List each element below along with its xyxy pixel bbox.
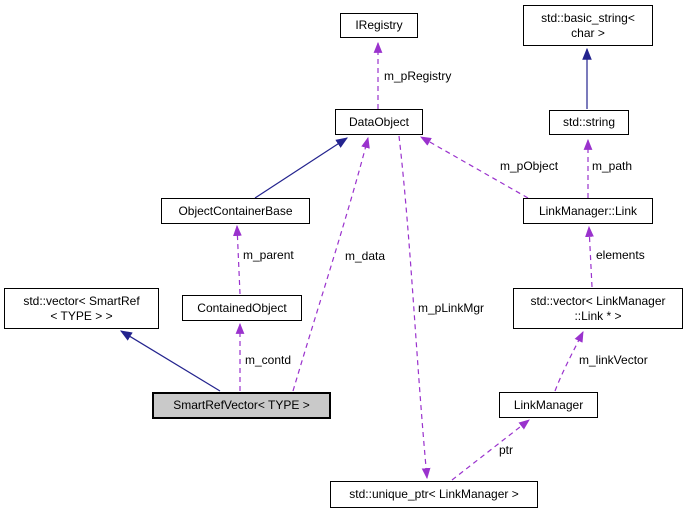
node-containedobject-label: ContainedObject — [197, 300, 287, 315]
edge-label-m-path: m_path — [592, 159, 633, 173]
node-std-string-label: std::string — [562, 115, 616, 130]
node-linkmanager[interactable]: LinkManager — [499, 392, 598, 418]
edge-label-ptr: ptr — [499, 443, 514, 457]
node-dataobject-label: DataObject — [348, 114, 410, 129]
node-linkmanager-link-label: LinkManager::Link — [538, 203, 638, 218]
node-vector-linkmanager-link-label: std::vector< LinkManager ::Link * > — [530, 294, 666, 323]
edge-label-elements: elements — [596, 248, 645, 262]
node-iregistry[interactable]: IRegistry — [340, 13, 418, 38]
node-dataobject[interactable]: DataObject — [335, 109, 423, 135]
edge-m-pobject — [420, 136, 529, 199]
node-vector-smartref-label: std::vector< SmartRef < TYPE > > — [23, 294, 140, 323]
edge-m-data — [292, 136, 370, 392]
edge-label-m-pregistry: m_pRegistry — [384, 69, 452, 83]
edge-label-m-pobject: m_pObject — [500, 159, 559, 173]
node-vector-linkmanager-link[interactable]: std::vector< LinkManager ::Link * > — [513, 288, 683, 329]
node-linkmanager-label: LinkManager — [513, 397, 584, 412]
edge-elements — [585, 225, 594, 288]
node-containedobject[interactable]: ContainedObject — [182, 295, 302, 321]
edge-inherit-objectcontainerbase — [254, 137, 349, 199]
edge-ptr — [451, 419, 530, 481]
edge-label-m-plinkmgr: m_pLinkMgr — [418, 301, 485, 315]
edge-label-m-contd: m_contd — [245, 353, 292, 367]
node-basic-string-char[interactable]: std::basic_string< char > — [523, 5, 653, 46]
node-iregistry-label: IRegistry — [355, 18, 403, 33]
edge-m-plinkmgr — [398, 135, 431, 480]
node-objectcontainerbase-label: ObjectContainerBase — [178, 203, 293, 218]
edge-inherit-smartrefvector — [119, 330, 221, 392]
node-unique-ptr-linkmanager-label: std::unique_ptr< LinkManager > — [349, 487, 519, 502]
node-objectcontainerbase[interactable]: ObjectContainerBase — [161, 198, 310, 224]
edge-label-m-parent: m_parent — [243, 248, 294, 262]
edge-label-m-data: m_data — [345, 249, 386, 263]
node-linkmanager-link[interactable]: LinkManager::Link — [523, 198, 653, 224]
node-vector-smartref[interactable]: std::vector< SmartRef < TYPE > > — [4, 288, 159, 329]
edge-label-m-linkvector: m_linkVector — [579, 353, 648, 367]
node-smartrefvector-label: SmartRefVector< TYPE > — [173, 398, 310, 413]
edge-m-parent — [233, 224, 242, 295]
node-unique-ptr-linkmanager[interactable]: std::unique_ptr< LinkManager > — [330, 481, 538, 508]
node-std-string[interactable]: std::string — [549, 110, 629, 135]
node-basic-string-char-label: std::basic_string< char > — [541, 11, 635, 40]
node-smartrefvector: SmartRefVector< TYPE > — [152, 392, 331, 419]
